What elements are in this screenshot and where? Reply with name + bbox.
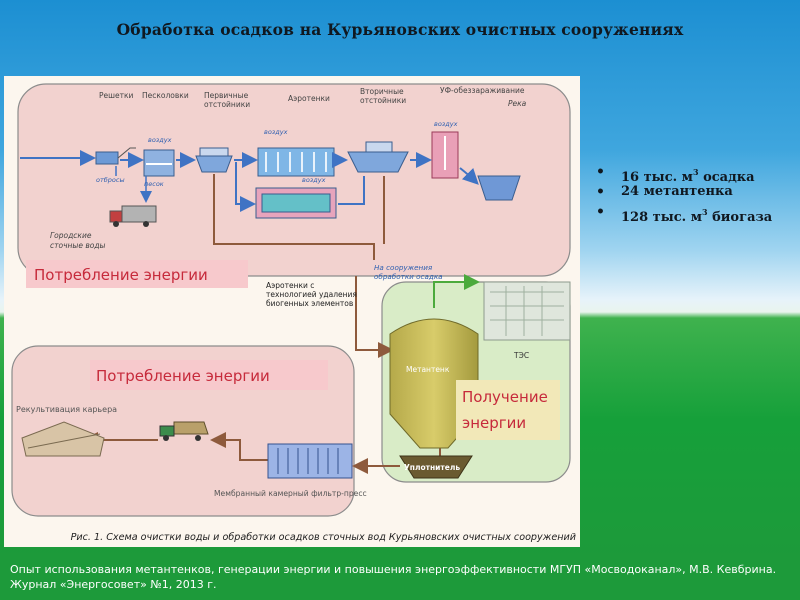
air-label-1: воздух [148, 136, 172, 144]
fact-biogas: 128 тыс. м3 биогаза [590, 202, 800, 225]
energy-generation-label-1: Получение [462, 388, 548, 406]
source-line-2: Журнал «Энергосовет» №1, 2013 г. [10, 578, 217, 591]
scheme-diagram: Решетки Песколовки Первичные отстойники … [11, 83, 571, 517]
aerotank-unit [257, 147, 335, 177]
sludge-line [213, 174, 375, 260]
screens-unit [95, 147, 136, 165]
source-reference: Опыт использования метантенков, генераци… [10, 562, 795, 592]
sand-trap-unit [143, 149, 175, 177]
digester-label: Метантенк [406, 365, 450, 374]
thickener-label: Уплотнитель [404, 463, 460, 472]
key-facts-list: 16 тыс. м3 осадка 24 метантенка 128 тыс.… [590, 162, 800, 225]
quarry-icon [21, 421, 105, 457]
uv-disinfection-unit [431, 131, 459, 179]
secondary-settler-unit [347, 141, 409, 173]
city-wastewater-label-2: сточные воды [50, 241, 106, 250]
primary-settler-unit [195, 147, 233, 173]
energy-consumption-label-1: Потребление энергии [34, 266, 208, 284]
screens-label: Решетки [99, 91, 134, 100]
fact-sludge: 16 тыс. м3 осадка [590, 162, 800, 185]
dump-truck-icon [159, 421, 209, 441]
river-label: Река [508, 99, 527, 108]
secondary-settlers-label-1: Вторичные [360, 87, 404, 96]
uv-label: УФ-обеззараживание [440, 86, 525, 95]
filter-press-unit [267, 443, 353, 479]
tes-label: ТЭС [513, 351, 529, 360]
energy-consumption-label-2: Потребление энергии [96, 367, 270, 385]
sand-label: песок [144, 180, 164, 188]
source-line-1: Опыт использования метантенков, генераци… [10, 563, 777, 576]
aerotanks-label: Аэротенки [288, 94, 330, 103]
primary-settlers-label-1: Первичные [204, 91, 249, 100]
thickener-unit: Уплотнитель [399, 455, 473, 479]
power-plant-icon: ТЭС [483, 281, 571, 360]
secondary-settlers-label-2: отстойники [360, 96, 406, 105]
aero-bio-label-3: биогенных элементов [266, 299, 353, 308]
fact-digesters: 24 метантенка [590, 182, 800, 202]
sand-traps-label: Песколовки [142, 91, 189, 100]
biogas-arrow [433, 274, 480, 308]
to-sludge-label-2: обработки осадка [374, 272, 443, 281]
primary-settlers-label-2: отстойники [204, 100, 250, 109]
slide-title: Обработка осадков на Курьяновских очистн… [116, 20, 684, 39]
treatment-scheme-figure: Решетки Песколовки Первичные отстойники … [4, 76, 580, 547]
river-outlet [477, 175, 521, 201]
waste-truck-icon [109, 205, 157, 227]
air-label-2: воздух [264, 128, 288, 136]
aero-bio-label-1: Аэротенки с [266, 281, 314, 290]
figure-caption: Рис. 1. Схема очистки воды и обработки о… [70, 532, 576, 543]
air-label-4: воздух [434, 120, 458, 128]
energy-generation-label-2: энергии [462, 414, 526, 432]
to-sludge-label-1: На сооружения [374, 263, 433, 272]
waste-label: отбросы [96, 176, 125, 184]
air-label-3: воздух [302, 176, 326, 184]
quarry-label: Рекультивация карьера [16, 405, 117, 414]
city-wastewater-label-1: Городские [50, 231, 92, 240]
aero-bio-label-2: технологией удаления [266, 290, 357, 299]
filter-press-label: Мембранный камерный фильтр-пресс [214, 489, 367, 498]
